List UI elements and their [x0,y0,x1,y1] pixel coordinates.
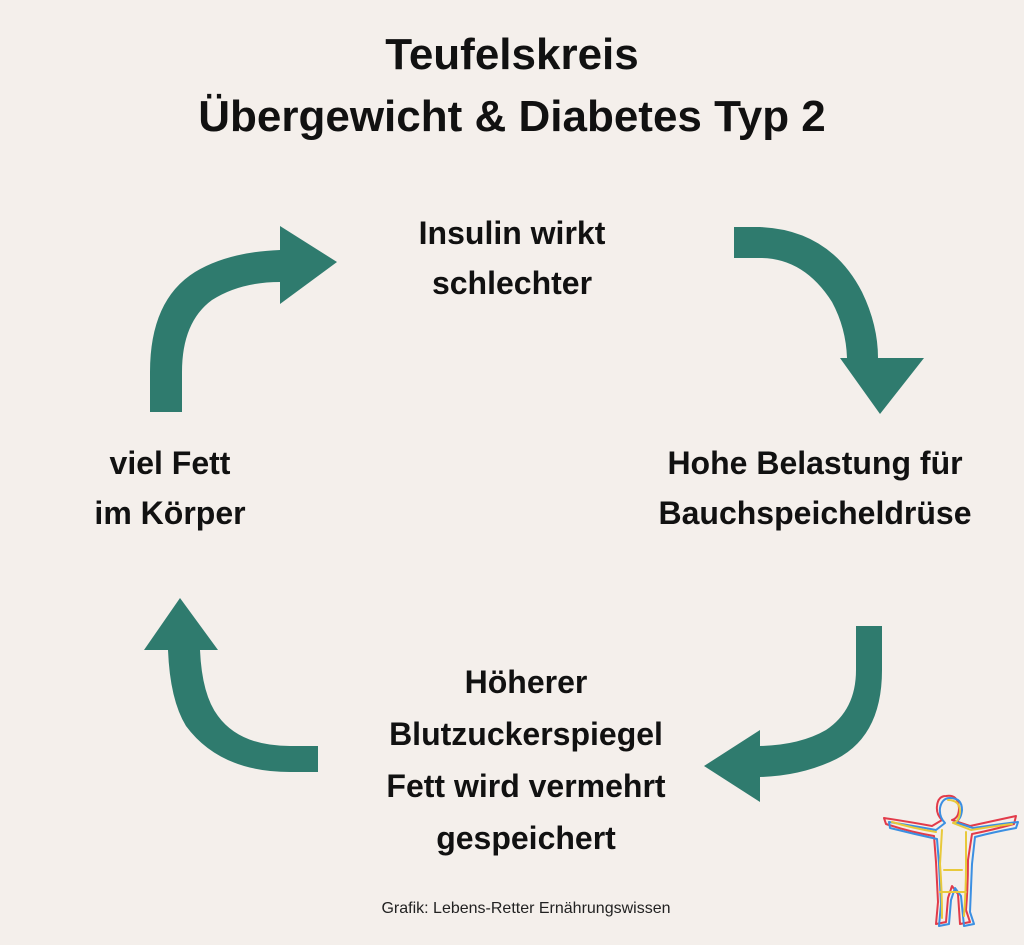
curved-arrow-icon [704,626,882,802]
node-bottom-line-2: Blutzuckerspiegel [389,716,663,752]
diagram-title: Teufelskreis Übergewicht & Diabetes Typ … [0,24,1024,148]
cycle-node-body-fat: viel Fett im Körper [40,438,300,538]
title-line-2: Übergewicht & Diabetes Typ 2 [198,92,826,141]
node-top-line-1: Insulin wirkt [418,215,606,251]
node-bottom-line-4: gespeichert [436,820,616,856]
node-bottom-line-3: Fett wird vermehrt [386,768,666,804]
node-left-line-2: im Körper [94,495,246,531]
title-line-1: Teufelskreis [385,30,639,79]
curved-arrow-icon [144,598,318,772]
curved-arrow-icon [734,227,924,414]
credit-text: Grafik: Lebens-Retter Ernährungswissen [381,900,671,917]
cycle-node-blood-sugar: Höherer Blutzuckerspiegel Fett wird verm… [326,656,726,864]
node-left-line-1: viel Fett [109,445,231,481]
node-bottom-line-1: Höherer [464,664,588,700]
cycle-node-pancreas: Hohe Belastung für Bauchspeicheldrüse [610,438,1020,538]
curved-arrow-icon [150,226,337,412]
node-top-line-2: schlechter [431,265,593,301]
node-right-line-2: Bauchspeicheldrüse [658,495,972,531]
cycle-node-insulin: Insulin wirkt schlechter [362,208,662,308]
person-outline-icon [880,790,1020,930]
node-right-line-1: Hohe Belastung für [667,445,963,481]
